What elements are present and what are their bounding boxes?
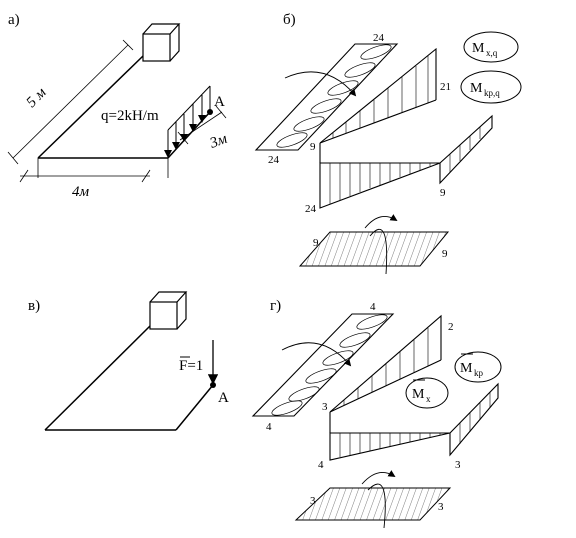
moment-torsion-sub: kp,q (484, 88, 500, 98)
dim-width-label: 4м (72, 184, 90, 200)
panel-d-label: г) (270, 298, 281, 314)
force-label-c: F=1 (179, 358, 203, 374)
bending-diagram-short-b (319, 114, 493, 209)
value-3-mid: 3 (322, 401, 328, 413)
moment-bending-symbol: M (472, 41, 485, 56)
value-24-bottom: 24 (305, 203, 317, 215)
moment-bending-sub-d: x (426, 394, 431, 404)
moment-label-torsion-b: M kp,q (460, 70, 522, 104)
moment-label-torsion-d: M kp (454, 351, 502, 383)
panel-d: г) 4 4 (251, 298, 502, 529)
panel-a-label: а) (8, 12, 20, 28)
panel-c: в) F=1 A (28, 291, 229, 431)
moment-label-bending-d: M x (405, 377, 449, 409)
value-3-right: 3 (455, 459, 461, 471)
value-9-right: 9 (440, 187, 446, 199)
torsion-plate-d (294, 470, 452, 529)
bending-diagram-long-d (329, 314, 442, 413)
value-9-left: 9 (310, 141, 316, 153)
dim-load-label: 3м (207, 131, 230, 152)
point-a-marker (207, 109, 213, 115)
support-cube-a (142, 23, 181, 62)
value-4-top: 4 (370, 301, 376, 313)
value-4-left: 4 (266, 421, 272, 433)
dimension-lines-a (7, 39, 227, 183)
support-cube-c (149, 291, 188, 330)
moment-bending-sub: x,q (486, 48, 498, 58)
value-3-base-right: 3 (438, 501, 444, 513)
value-21: 21 (440, 81, 451, 93)
moment-torsion-sub-d: kp (474, 368, 484, 378)
frame-a (37, 55, 211, 159)
panel-c-label: в) (28, 298, 40, 314)
value-9-base-left: 9 (313, 237, 319, 249)
moment-torsion-symbol-d: M (460, 361, 473, 376)
panel-a: а) 5 м 4м 3м (7, 12, 230, 200)
moment-bending-symbol-d: M (412, 387, 425, 402)
value-2: 2 (448, 321, 454, 333)
value-24-top: 24 (373, 32, 385, 44)
point-a-marker-c (210, 382, 216, 388)
value-9-base-right: 9 (442, 248, 448, 260)
value-4-bottom: 4 (318, 459, 324, 471)
distributed-load-a (164, 85, 211, 158)
torsion-diagram-b (254, 43, 399, 151)
moment-label-bending-b: M x,q (463, 31, 519, 63)
bending-diagram-short-d (329, 382, 499, 461)
load-label-a: q=2kH/m (101, 108, 159, 124)
frame-c (44, 325, 214, 431)
moment-torsion-symbol: M (470, 81, 483, 96)
point-a-label-c: A (218, 390, 229, 406)
point-a-label: A (214, 94, 225, 110)
bending-diagram-long-b (319, 47, 437, 144)
torsion-plate-b (298, 214, 450, 275)
value-3-base-left: 3 (310, 495, 316, 507)
panel-b: б) 24 24 (254, 12, 522, 275)
panel-b-label: б) (283, 12, 296, 28)
torsion-diagram-d (251, 313, 395, 417)
value-24-left: 24 (268, 154, 280, 166)
dim-length-label: 5 м (24, 84, 50, 110)
